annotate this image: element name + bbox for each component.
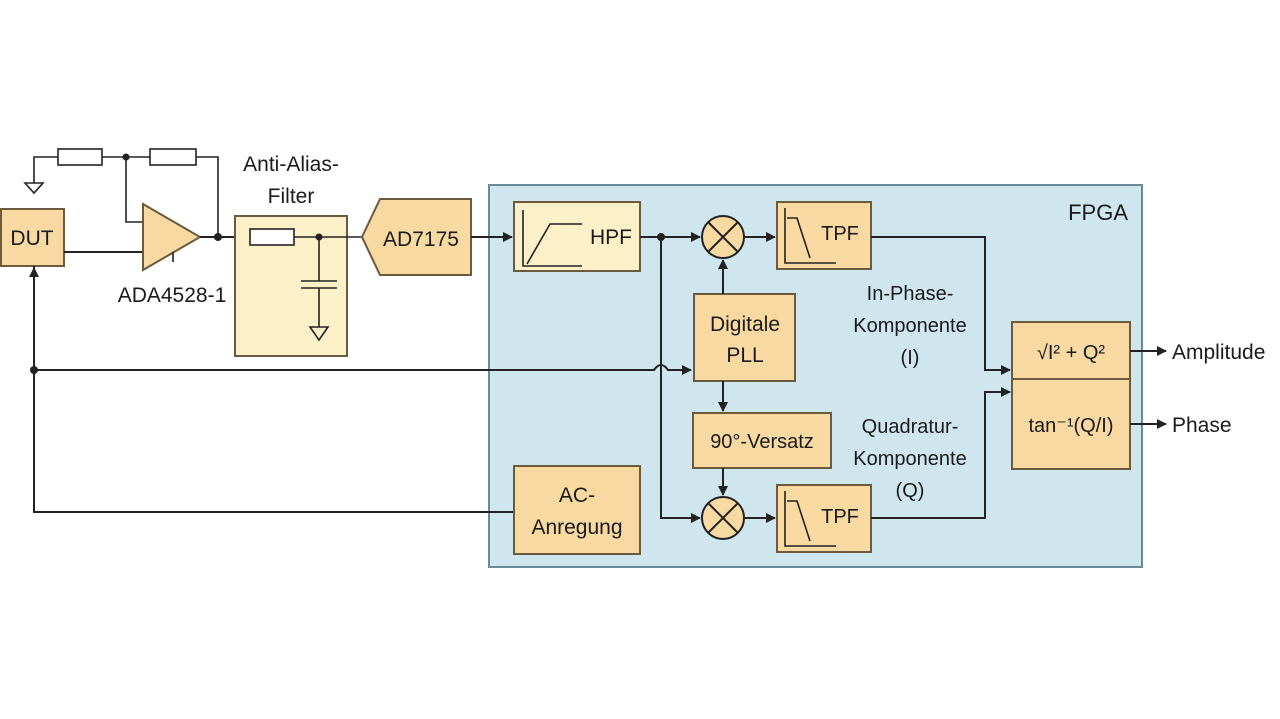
ground-icon (23, 182, 45, 195)
ac-label-2: Anregung (531, 516, 622, 539)
amplitude-output-label: Amplitude (1172, 341, 1265, 364)
mixer-bottom-icon (701, 496, 745, 540)
amplitude-calc-block (1011, 321, 1131, 380)
inphase-label-3: (I) (901, 347, 920, 369)
highpass-response-icon (522, 210, 582, 267)
quad-label-1: Quadratur- (862, 416, 959, 438)
lowpass-top-icon (784, 208, 836, 264)
amplitude-formula: √I² + Q² (1037, 342, 1106, 364)
phase-shift-block (692, 412, 832, 469)
dut-block (0, 208, 65, 267)
phase-formula: tan⁻¹(Q/I) (1028, 415, 1113, 437)
ac-label-1: AC- (559, 484, 595, 507)
anti-alias-label-1: Anti-Alias- (243, 153, 339, 176)
quad-label-2: Komponente (853, 448, 966, 470)
hpf-block (513, 201, 641, 272)
adc-block (360, 198, 472, 276)
phase-output-label: Phase (1172, 414, 1232, 437)
hpf-label: HPF (590, 226, 632, 249)
inphase-label-1: In-Phase- (867, 283, 954, 305)
amplifier-icon (142, 202, 202, 272)
tpf-top-label: TPF (821, 223, 859, 245)
pll-label-1: Digitale (710, 313, 780, 336)
tpf-bottom-label: TPF (821, 506, 859, 528)
inphase-label-2: Komponente (853, 315, 966, 337)
amplifier-label: ADA4528-1 (118, 284, 227, 307)
mixer-top-icon (701, 215, 745, 259)
pll-label-2: PLL (726, 344, 763, 367)
phase-calc-block (1011, 378, 1131, 470)
tpf-top-block (776, 201, 872, 270)
ac-excitation-block (513, 465, 641, 555)
tpf-bottom-block (776, 484, 872, 553)
rc-filter-icon (249, 228, 362, 342)
feedback-network (23, 148, 219, 237)
anti-alias-label-2: Filter (268, 185, 315, 208)
dut-label: DUT (10, 227, 53, 250)
lowpass-bottom-icon (784, 491, 836, 547)
fpga-label: FPGA (1068, 200, 1128, 225)
adc-label: AD7175 (383, 228, 459, 251)
quad-label-3: (Q) (896, 480, 925, 502)
pll-block (693, 293, 796, 382)
phase-shift-label: 90°-Versatz (710, 431, 814, 453)
